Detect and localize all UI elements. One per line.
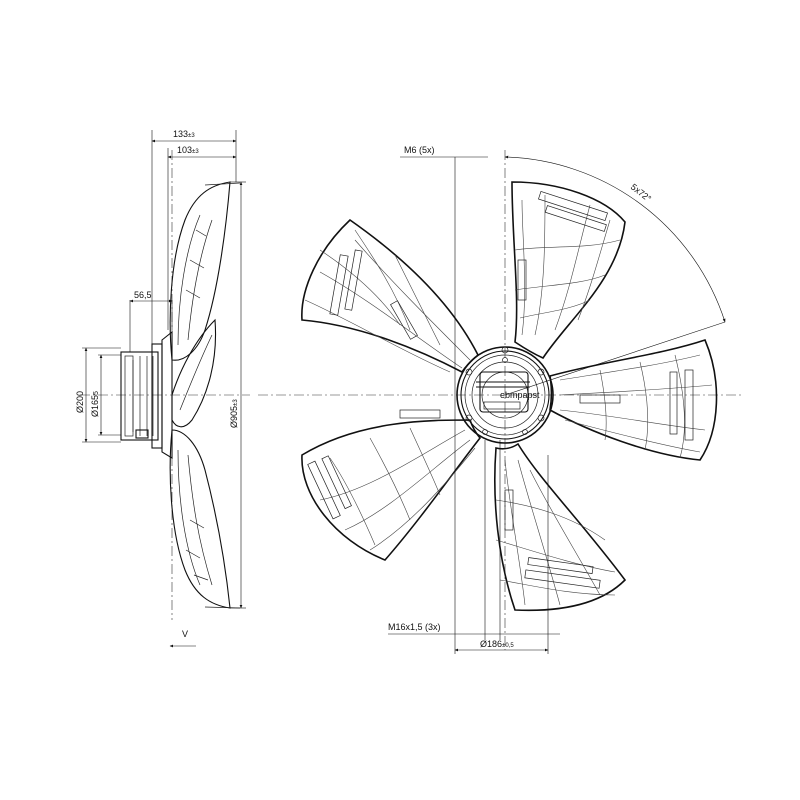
dim-56-5: 56,5 xyxy=(134,290,152,300)
front-view: ebmpapst M6 (5x) 5x72° M16x1,5 (3x) xyxy=(258,145,742,654)
dim-133: 133±3 xyxy=(173,129,195,139)
blade-side-middle xyxy=(171,318,217,428)
dim-103: 103±3 xyxy=(177,145,199,155)
dim-m16: M16x1,5 (3x) xyxy=(388,622,441,632)
motor-body xyxy=(120,351,159,441)
dim-dia-186: Ø186±0,5 xyxy=(480,639,514,649)
hub: ebmpapst xyxy=(456,346,554,444)
dim-dia-200: Ø200 xyxy=(75,391,85,413)
dim-m6: M6 (5x) xyxy=(404,145,435,155)
blade-3 xyxy=(494,442,627,612)
blade-5 xyxy=(301,218,480,374)
dim-dia-165: Ø1655 xyxy=(90,391,100,417)
blade-side-lower xyxy=(169,429,231,609)
blade-4 xyxy=(301,409,482,561)
dim-angle: 5x72° xyxy=(629,182,654,204)
hub-logo: ebmpapst xyxy=(500,390,540,400)
blade-2 xyxy=(549,339,718,461)
airflow-direction-label: V xyxy=(182,629,188,639)
dim-dia-905: Ø905±3 xyxy=(229,399,239,428)
blade-side-upper xyxy=(169,181,231,361)
blade-1 xyxy=(511,181,626,360)
side-view: 133±3 103±3 56,5 Ø200 Ø1655 Ø905±3 V xyxy=(75,129,250,648)
